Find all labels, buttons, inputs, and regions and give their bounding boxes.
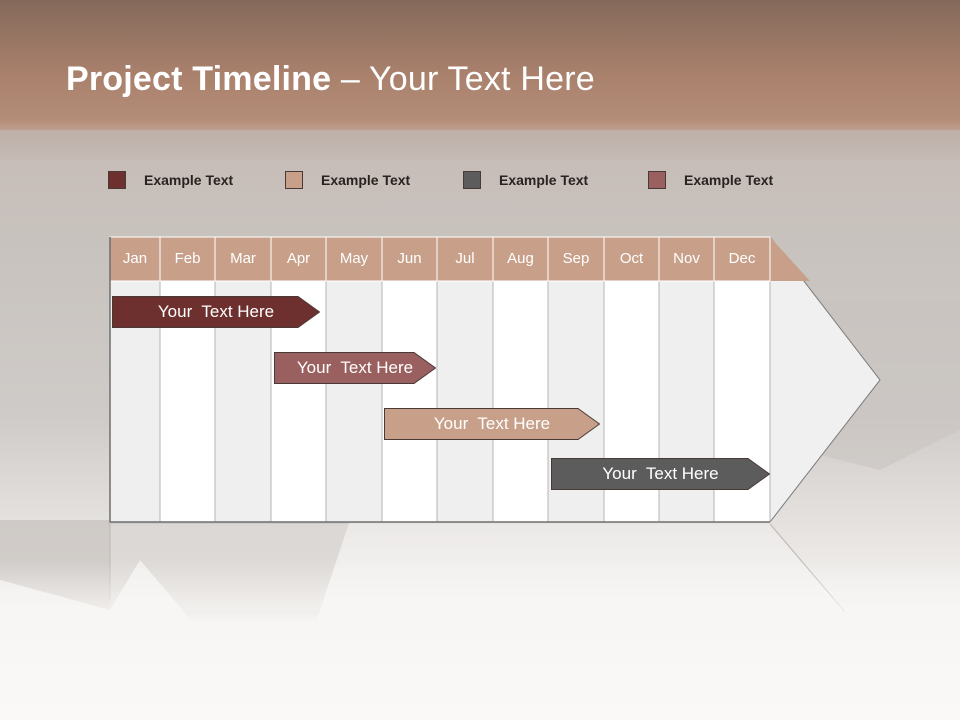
- month-column: [436, 280, 494, 523]
- month-label-aug: Aug: [507, 250, 534, 267]
- task-arrow-shape: [551, 458, 770, 490]
- timeline-frame: [109, 237, 770, 523]
- month-column: [381, 280, 438, 523]
- legend-item: Example Text: [648, 170, 773, 190]
- month-header-cell: [492, 236, 549, 282]
- title-strong: Project Timeline: [66, 60, 332, 98]
- legend-label: Example Text: [499, 172, 589, 188]
- month-header-cell: [547, 236, 605, 282]
- month-header-cell: [159, 236, 216, 282]
- slide-title: Project Timeline – Your Text Here: [66, 60, 595, 99]
- month-label-jan: Jan: [122, 250, 148, 267]
- month-header-cell: [436, 236, 494, 282]
- legend-label: Example Text: [144, 172, 234, 188]
- month-label-mar: Mar: [230, 250, 256, 267]
- legend-item: Example Text: [463, 170, 588, 190]
- month-label-jul: Jul: [455, 250, 475, 267]
- task-bar[interactable]: Your Text Here: [384, 408, 600, 440]
- legend-label: Example Text: [684, 172, 774, 188]
- legend-swatch: [463, 171, 481, 189]
- title-light: – Your Text Here: [331, 60, 595, 98]
- month-label-may: May: [339, 250, 369, 267]
- month-header-cell: [270, 236, 327, 282]
- month-header-cell: [325, 236, 383, 282]
- legend-swatch: [648, 171, 666, 189]
- task-bar[interactable]: Your Text Here: [551, 458, 770, 490]
- month-header-cell: [381, 236, 438, 282]
- month-header-cell: [658, 236, 715, 282]
- task-bar[interactable]: Your Text Here: [274, 352, 436, 384]
- month-label-apr: Apr: [286, 250, 311, 267]
- month-label-jun: Jun: [397, 250, 422, 267]
- month-label-oct: Oct: [619, 250, 644, 267]
- task-label: Your Text Here: [602, 464, 719, 483]
- month-label-sep: Sep: [562, 250, 590, 267]
- month-column: [325, 280, 383, 523]
- month-label-nov: Nov: [673, 250, 700, 267]
- month-header-cell: [214, 236, 272, 282]
- task-bar[interactable]: Your Text Here: [112, 296, 320, 328]
- month-label-dec: Dec: [728, 250, 756, 267]
- month-column: [492, 280, 549, 523]
- legend-swatch: [285, 171, 303, 189]
- legend-item: Example Text: [108, 170, 233, 190]
- arrow-header-tip: [770, 237, 810, 281]
- month-header-cell: [603, 236, 660, 282]
- task-label: Your Text Here: [433, 414, 551, 433]
- task-label: Your Text Here: [296, 358, 414, 377]
- legend-swatch: [108, 171, 126, 189]
- task-arrow-shape: [384, 408, 600, 440]
- legend-label: Example Text: [321, 172, 411, 188]
- floor-fade: [0, 560, 960, 720]
- task-label: Your Text Here: [157, 302, 275, 321]
- month-label-feb: Feb: [174, 250, 201, 267]
- legend-item: Example Text: [285, 170, 410, 190]
- task-arrow-shape: [274, 352, 436, 384]
- month-header-cell: [713, 236, 771, 282]
- task-arrow-shape: [112, 296, 320, 328]
